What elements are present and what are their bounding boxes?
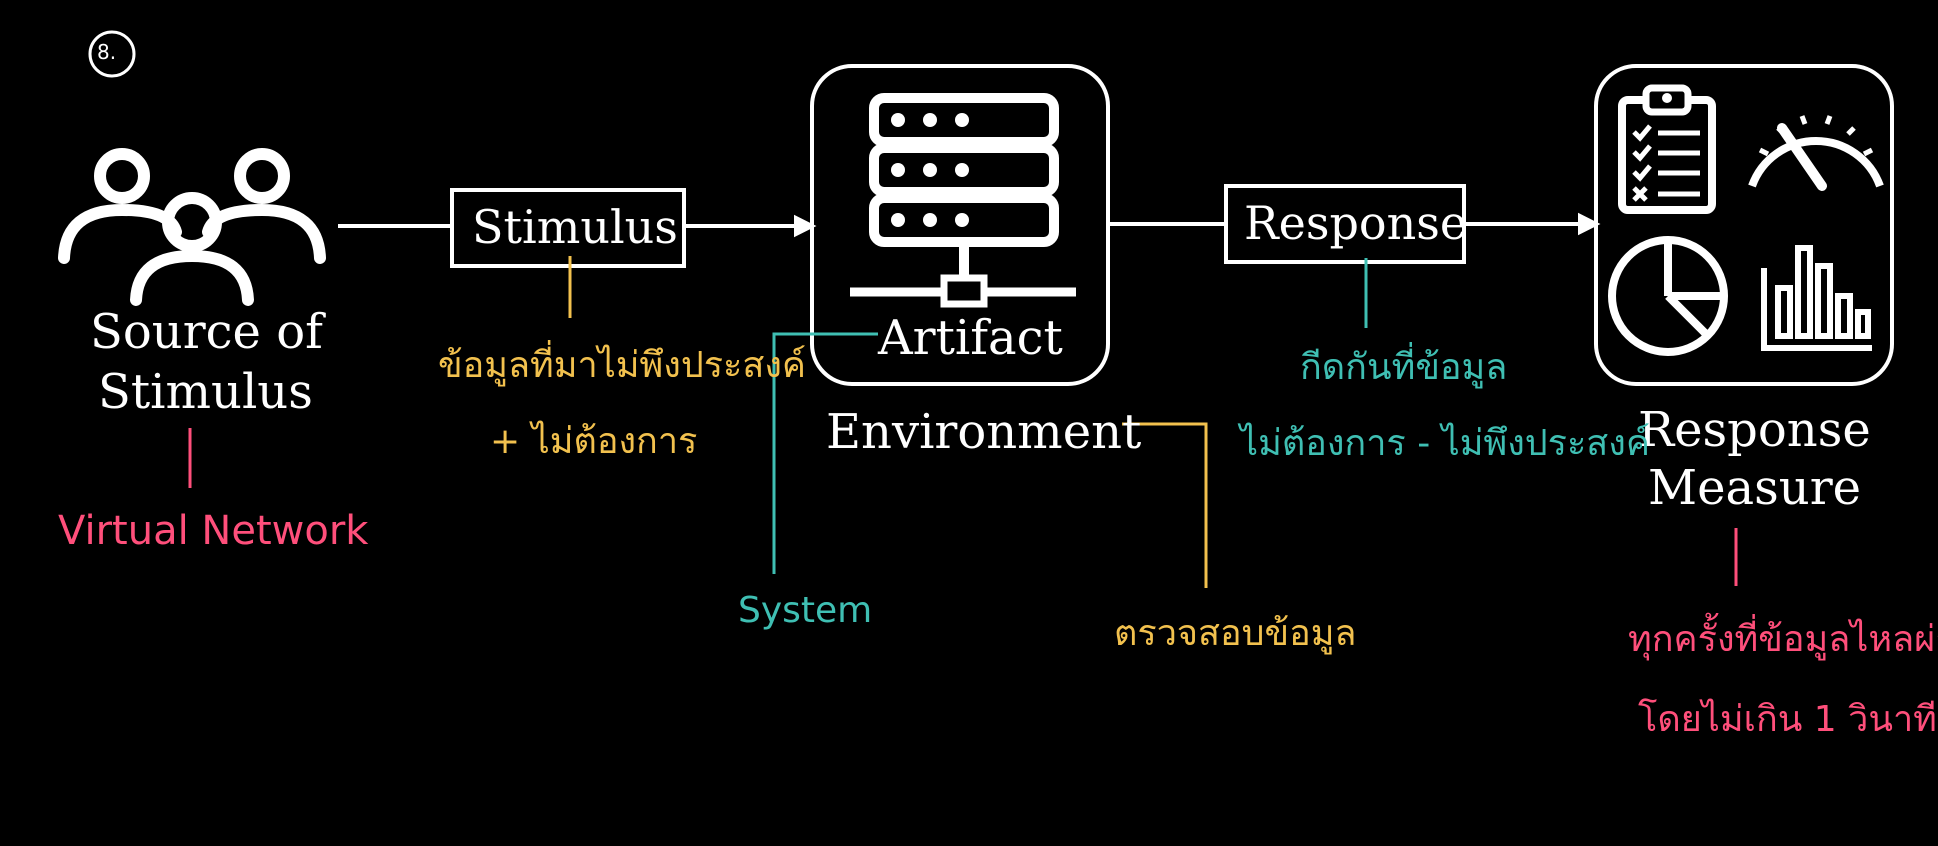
response-measure-label-line1: Response: [1638, 402, 1871, 458]
step-number: 8.: [97, 40, 117, 64]
step-number-circle: [88, 30, 136, 78]
stimulus-label: Stimulus: [472, 200, 678, 254]
response-measure-label-line2: Measure: [1648, 460, 1862, 516]
response-label: Response: [1244, 196, 1468, 250]
artifact-annotation: System: [738, 590, 873, 631]
environment-annotation: ตรวจสอบข้อมูล: [1114, 613, 1357, 654]
stimulus-annotation-line1: ข้อมูลที่มาไม่พึงประสงค์: [438, 345, 806, 386]
source-label-line2: Stimulus: [98, 364, 313, 420]
response-annotation-line1: กีดกันที่ข้อมูล: [1300, 347, 1508, 388]
stimulus-annotation-line2: + ไม่ต้องการ: [490, 421, 698, 462]
arrowhead-artifact: [794, 214, 817, 238]
response-measure-box: [1594, 64, 1894, 386]
source-label-line1: Source of: [90, 304, 323, 360]
response-annotation-line2: ไม่ต้องการ - ไม่พึงประสงค์: [1240, 423, 1650, 464]
artifact-box: [810, 64, 1110, 386]
bar-chart-icon: [1761, 245, 1872, 351]
stimulus-box: [450, 188, 686, 268]
environment-label: Environment: [826, 404, 1142, 460]
clipboard-checklist-icon: [1618, 84, 1716, 214]
people-icon: [58, 148, 326, 306]
gauge-icon: [1748, 115, 1884, 191]
pie-chart-icon: [1608, 236, 1728, 356]
artifact-annotation-line: [772, 332, 878, 574]
environment-annotation-line: [1122, 422, 1208, 588]
response-box: [1224, 184, 1466, 264]
arrowhead-measure: [1578, 212, 1601, 236]
measure-annotation-line2: โดยไม่เกิน 1 วินาที: [1638, 699, 1937, 740]
measure-annotation-line1: ทุกครั้งที่ข้อมูลไหลผ่าน: [1628, 619, 1938, 660]
source-annotation: Virtual Network: [58, 508, 369, 554]
server-network-icon: [850, 93, 1076, 308]
artifact-label: Artifact: [878, 310, 1063, 366]
